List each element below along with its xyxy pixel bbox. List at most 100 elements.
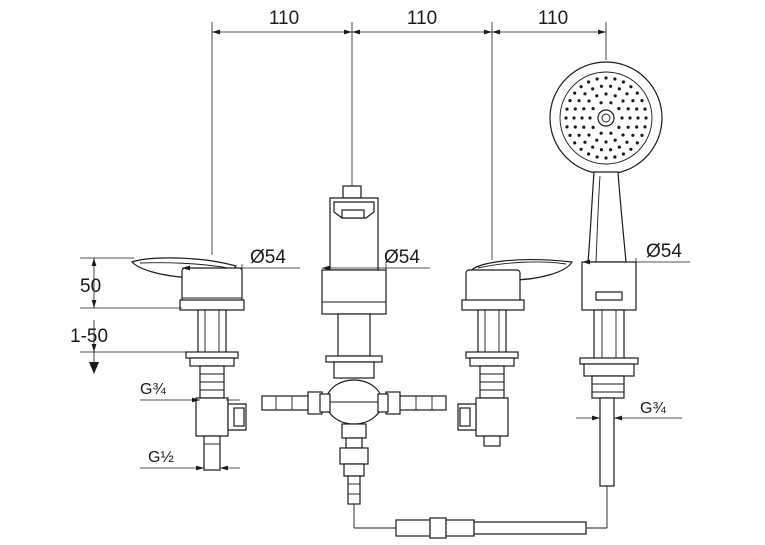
nozzle-dot <box>579 147 583 151</box>
nozzle-dot <box>587 80 591 84</box>
nozzle-dot <box>635 141 639 145</box>
nozzle-dot <box>573 91 577 95</box>
nozzle-dot <box>631 99 635 103</box>
right-valve-flange <box>461 299 525 311</box>
thread-label-left-upper: G¾ <box>140 381 166 398</box>
nozzle-dot <box>587 133 591 137</box>
nozzle-dot <box>591 125 595 129</box>
left-valve-shank <box>197 309 227 356</box>
nozzle-dot <box>577 99 581 103</box>
diverter-inlet-right <box>395 395 447 411</box>
nozzle-dot <box>636 116 640 120</box>
left-thread-labels: G¾ G½ <box>140 381 240 471</box>
nozzle-dot <box>628 116 632 120</box>
nozzle-dot <box>625 92 629 96</box>
nozzle-dot <box>599 84 604 88</box>
nozzle-dot <box>617 145 621 149</box>
nozzle-dot <box>591 87 595 91</box>
nozzle-dot <box>599 131 603 135</box>
nozzle-dot <box>613 155 617 159</box>
nozzle-dot <box>579 85 583 89</box>
nozzle-dot <box>599 148 604 152</box>
spout-shank <box>337 313 371 357</box>
right-washer <box>465 351 519 359</box>
nozzle-dot <box>568 99 572 103</box>
spacing-label-left: 110 <box>269 8 299 29</box>
diverter-inlet-left <box>261 395 313 411</box>
nozzle-dot <box>629 147 633 151</box>
nozzle-dot <box>573 125 577 129</box>
nozzle-dot <box>626 125 630 129</box>
shower-holder <box>581 261 637 311</box>
nozzle-dot <box>582 107 586 111</box>
right-valve <box>457 259 573 447</box>
hose-pipe <box>473 521 587 535</box>
nozzle-dot <box>587 152 591 156</box>
left-inlet-pipe <box>203 435 221 471</box>
shower-handle <box>587 171 627 263</box>
bottom-hose-connection <box>353 486 608 539</box>
nozzle-dot <box>621 133 625 137</box>
nozzle-dot <box>644 116 648 120</box>
left-lock-nut <box>189 357 235 367</box>
hose-coupling <box>395 519 431 537</box>
diameter-label-right: Ø54 <box>646 241 682 262</box>
nozzle-dot <box>640 133 644 137</box>
nozzle-dot <box>613 77 617 81</box>
nozzle-dot <box>577 133 581 137</box>
diameter-label-left: Ø54 <box>250 247 286 268</box>
spacing-label-middle: 110 <box>407 8 437 29</box>
left-valve-flange <box>179 299 245 311</box>
shower-center-button <box>597 109 615 127</box>
nozzle-dot <box>643 125 647 129</box>
left-elbow <box>195 397 229 437</box>
thread-label-right: G¾ <box>640 400 666 417</box>
thread-label-left-lower: G½ <box>148 449 174 466</box>
left-vertical-dimensions: 50 1-50 <box>70 257 186 374</box>
center-spout <box>261 185 447 505</box>
nozzle-dot <box>621 99 625 103</box>
left-washer <box>185 351 239 359</box>
nozzle-dot <box>591 107 595 111</box>
center-diameter-dimension: Ø54 <box>322 247 430 272</box>
nozzle-dot <box>565 125 569 129</box>
shower-holder-shank <box>593 309 625 361</box>
nozzle-dot <box>617 87 621 91</box>
nozzle-dot <box>609 84 613 88</box>
nozzle-dot <box>621 152 626 156</box>
nozzle-dot <box>617 125 621 129</box>
nozzle-dot <box>609 131 613 135</box>
nozzle-dot <box>565 107 569 111</box>
nozzle-dot <box>604 76 608 80</box>
spacing-dimension-group: 110 110 110 <box>211 8 607 260</box>
hand-shower <box>549 61 663 487</box>
nozzle-dot <box>564 116 568 120</box>
right-elbow <box>475 397 509 437</box>
spout-nut <box>333 361 375 379</box>
nozzle-dot <box>595 138 599 142</box>
nozzle-dot <box>568 133 572 137</box>
nozzle-dot <box>604 92 608 96</box>
nozzle-dot <box>573 141 577 145</box>
nozzle-dot <box>583 140 587 144</box>
nozzle-dot <box>609 101 613 105</box>
nozzle-dot <box>591 145 595 149</box>
right-valve-shank <box>477 309 507 356</box>
nozzle-dot <box>604 156 608 160</box>
nozzle-dot <box>609 148 613 152</box>
shower-washer <box>579 357 639 365</box>
nozzle-dot <box>613 94 617 98</box>
shower-hose-guide <box>599 397 615 487</box>
nozzle-dot <box>621 80 626 84</box>
nozzle-dot <box>583 92 587 96</box>
nozzle-dot <box>631 133 635 137</box>
spout-cap <box>342 185 362 199</box>
nozzle-dot <box>643 107 647 111</box>
nozzle-dot <box>572 116 576 120</box>
nozzle-dot <box>582 125 586 129</box>
right-lock-nut <box>469 357 515 367</box>
spout-washer <box>325 355 383 363</box>
nozzle-dot <box>620 116 624 120</box>
